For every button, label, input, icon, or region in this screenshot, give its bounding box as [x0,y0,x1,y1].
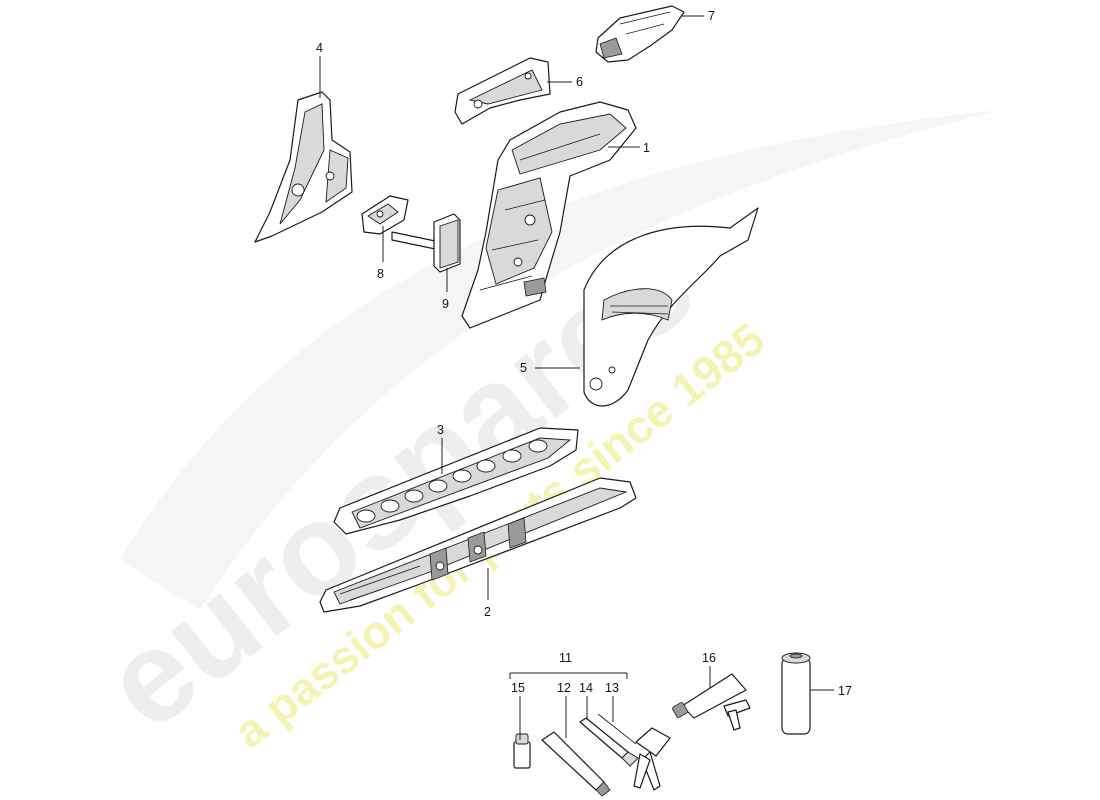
callout-9: 9 [442,297,449,311]
part-7-bracket [595,5,685,63]
part-15-cartridge [513,733,531,769]
part-6-panel [454,57,551,125]
part-2-sill [319,477,637,613]
callout-13: 13 [605,681,619,695]
callout-5: 5 [520,361,527,375]
callout-3: 3 [437,423,444,437]
part-4-pillar [254,91,353,243]
part-9-block [391,213,461,273]
part-16-adhesive-tube [672,673,751,731]
callout-16: 16 [702,651,716,665]
part-13-gun [597,713,671,791]
callouts: 4 6 7 1 8 9 5 3 2 11 15 12 14 13 16 17 [316,9,852,698]
part-8-bracket [361,195,409,235]
callout-17: 17 [838,684,852,698]
callout-14: 14 [579,681,593,695]
callout-7: 7 [708,9,715,23]
leader-lines [319,15,834,740]
part-5-wheel-arch [583,207,759,407]
callout-12: 12 [557,681,571,695]
part-3-holes [356,439,548,523]
part-17-canister [781,652,811,735]
callout-4: 4 [316,41,323,55]
callout-1: 1 [643,141,650,155]
part-3-reinforcement [333,427,579,535]
callout-8: 8 [377,267,384,281]
callout-15: 15 [511,681,525,695]
part-12-tube [541,731,611,797]
part-14-nozzle [579,717,639,767]
callout-11: 11 [559,651,572,665]
callout-6: 6 [576,75,583,89]
callout-2: 2 [484,605,491,619]
part-1-inner-panel [461,101,637,329]
